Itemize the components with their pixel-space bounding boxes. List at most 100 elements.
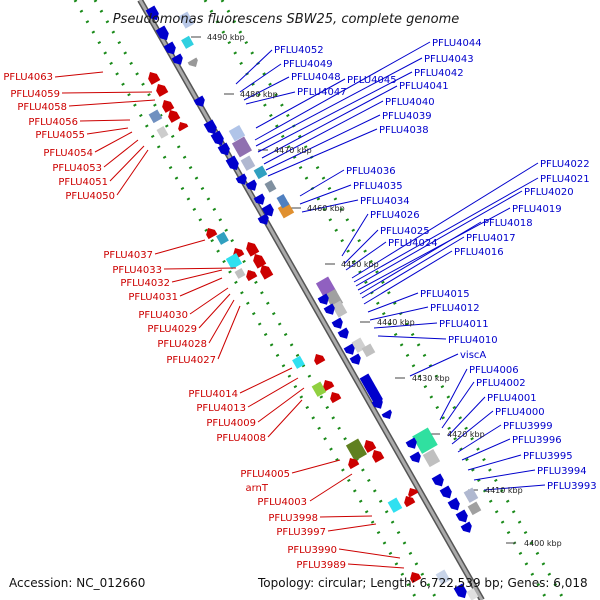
gene-label[interactable]: PFLU4035 xyxy=(353,181,403,192)
gene-label[interactable]: PFLU4058 xyxy=(17,102,67,113)
gene-label[interactable]: PFLU3995 xyxy=(523,451,573,462)
gene-label[interactable]: PFLU4041 xyxy=(399,81,449,92)
gene-label[interactable]: PFLU4002 xyxy=(476,378,526,389)
gene-arrow xyxy=(235,173,247,185)
gene-label[interactable]: PFLU4016 xyxy=(454,247,504,258)
gene-label[interactable]: PFLU4039 xyxy=(382,111,432,122)
gene-label[interactable]: PFLU4063 xyxy=(3,72,53,83)
gene-block-shape xyxy=(216,231,229,245)
gene-label[interactable]: PFLU4003 xyxy=(257,497,307,508)
gene-label[interactable]: PFLU4040 xyxy=(385,97,435,108)
gene-arrow-shape xyxy=(348,458,360,470)
gene-label[interactable]: viscA xyxy=(460,350,486,361)
gene-label[interactable]: PFLU4001 xyxy=(487,393,537,404)
gene-label[interactable]: PFLU4031 xyxy=(128,292,178,303)
gene-arrow xyxy=(217,142,230,156)
gene-label[interactable]: PFLU4059 xyxy=(10,89,60,100)
gene-label[interactable]: PFLU4043 xyxy=(424,54,474,65)
gene-arrow xyxy=(330,392,342,404)
gene-arrow xyxy=(246,242,260,257)
gene-arrow xyxy=(155,25,169,41)
gene-label[interactable]: PFLU3994 xyxy=(537,466,587,477)
gene-label[interactable]: PFLU4009 xyxy=(206,418,256,429)
gene-label[interactable]: PFLU4034 xyxy=(360,196,410,207)
gene-block xyxy=(276,194,290,209)
gene-label[interactable]: PFLU4045 xyxy=(347,75,397,86)
gene-arrow xyxy=(203,119,217,135)
gene-arrow-shape xyxy=(343,343,355,355)
gene-block xyxy=(240,155,256,171)
gene-arrow xyxy=(210,130,224,146)
gene-arrow-shape xyxy=(455,509,468,523)
gene-label[interactable]: PFLU4019 xyxy=(512,204,562,215)
gene-label[interactable]: PFLU4027 xyxy=(166,355,216,366)
gene-label[interactable]: PFLU3999 xyxy=(503,421,553,432)
gene-label[interactable]: PFLU4030 xyxy=(138,310,188,321)
gene-label[interactable]: PFLU4055 xyxy=(35,130,85,141)
gene-label[interactable]: PFLU3996 xyxy=(512,435,562,446)
leader-line xyxy=(247,377,299,408)
gene-arrow xyxy=(371,397,383,409)
gene-label[interactable]: PFLU3990 xyxy=(287,545,337,556)
gene-arrow-shape xyxy=(453,583,467,599)
gene-block-shape xyxy=(387,497,403,513)
gene-label[interactable]: PFLU4032 xyxy=(120,278,170,289)
leader-line xyxy=(245,91,296,105)
gene-label[interactable]: PFLU3997 xyxy=(276,527,326,538)
gene-label[interactable]: PFLU4037 xyxy=(103,250,153,261)
gene-label[interactable]: PFLU4033 xyxy=(112,265,162,276)
gene-arrow xyxy=(364,440,377,453)
gene-label[interactable]: PFLU4049 xyxy=(283,59,333,70)
gene-label[interactable]: PFLU4011 xyxy=(439,319,489,330)
gene-label[interactable]: PFLU4012 xyxy=(430,303,480,314)
gene-label[interactable]: PFLU4017 xyxy=(466,233,516,244)
gene-label[interactable]: PFLU4048 xyxy=(291,72,341,83)
gene-label[interactable]: PFLU4014 xyxy=(188,389,238,400)
gene-label[interactable]: PFLU4000 xyxy=(495,407,545,418)
gene-label[interactable]: arnT xyxy=(245,483,268,494)
gene-label[interactable]: PFLU4042 xyxy=(414,68,464,79)
gene-arrow xyxy=(148,72,161,85)
gene-label[interactable]: PFLU4053 xyxy=(52,163,102,174)
gene-label[interactable]: PFLU4029 xyxy=(147,324,197,335)
leader-line xyxy=(239,367,293,394)
gene-label[interactable]: PFLU4024 xyxy=(388,238,438,249)
gene-label[interactable]: PFLU4021 xyxy=(540,174,590,185)
gene-label[interactable]: PFLU4056 xyxy=(28,117,78,128)
gene-label[interactable]: PFLU4005 xyxy=(240,469,290,480)
leader-line xyxy=(291,459,341,474)
gene-label[interactable]: PFLU4036 xyxy=(346,166,396,177)
gene-label[interactable]: PFLU3989 xyxy=(296,560,346,571)
gene-label[interactable]: PFLU4038 xyxy=(379,125,429,136)
gene-label[interactable]: PFLU4013 xyxy=(196,403,246,414)
gene-label[interactable]: PFLU4015 xyxy=(420,289,470,300)
leader-line xyxy=(461,438,511,461)
gene-arrow xyxy=(261,203,274,217)
gene-label[interactable]: PFLU4044 xyxy=(432,38,482,49)
gene-label[interactable]: PFLU4052 xyxy=(274,45,324,56)
gene-label[interactable]: PFLU4020 xyxy=(524,187,574,198)
gene-label[interactable]: PFLU4047 xyxy=(297,87,347,98)
gene-label[interactable]: PFLU3998 xyxy=(268,513,318,524)
gene-label[interactable]: PFLU4006 xyxy=(469,365,519,376)
gene-label[interactable]: PFLU4054 xyxy=(43,148,93,159)
gene-label[interactable]: PFLU4008 xyxy=(216,433,266,444)
gene-label[interactable]: PFLU4028 xyxy=(157,339,207,350)
gene-label[interactable]: PFLU4018 xyxy=(483,218,533,229)
leader-line xyxy=(359,221,482,295)
gene-label[interactable]: PFLU4050 xyxy=(65,191,115,202)
gene-block xyxy=(345,438,367,462)
gene-block xyxy=(463,487,479,503)
gene-label[interactable]: PFLU4010 xyxy=(448,335,498,346)
leader-line xyxy=(327,523,377,532)
gene-arrow-shape xyxy=(405,437,417,449)
gene-label[interactable]: PFLU4022 xyxy=(540,159,590,170)
gene-label[interactable]: PFLU3993 xyxy=(547,481,597,492)
gene-arrow-shape xyxy=(439,485,452,499)
gene-block-shape xyxy=(234,268,246,279)
gene-arrow-shape xyxy=(317,293,329,305)
gene-label[interactable]: PFLU4025 xyxy=(380,226,430,237)
leader-line xyxy=(255,78,346,129)
gene-label[interactable]: PFLU4051 xyxy=(58,177,108,188)
gene-label[interactable]: PFLU4026 xyxy=(370,210,420,221)
